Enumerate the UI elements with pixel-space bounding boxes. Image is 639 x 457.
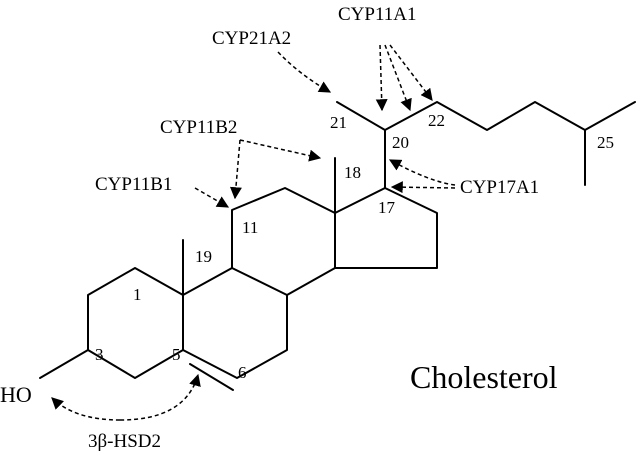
arrow-hsd-c5 [119,373,201,421]
arrow-cyp11b1-c11 [194,187,230,208]
label-c19: 19 [195,247,212,266]
enzyme-labels: CYP11A1 CYP21A2 CYP11B2 CYP11B1 CYP17A1 … [88,4,539,452]
arrow-cyp11a1-c20-c22 [384,44,412,112]
arrow-hsd-hydroxyl [51,397,121,421]
label-c5: 5 [172,345,181,364]
enzyme-cyp17a1: CYP17A1 [460,177,539,198]
enzyme-cyp11b1: CYP11B1 [95,174,172,195]
ring-d [334,187,438,269]
enzyme-cyp11b2: CYP11B2 [160,117,237,138]
hydroxyl-bond [39,349,89,379]
label-c3: 3 [95,345,104,364]
label-c1: 1 [133,285,142,304]
carbon-labels: 1 3 5 6 11 17 18 19 20 21 22 25 [95,111,614,382]
hydroxyl-label: HO [0,382,32,407]
ring-c [231,187,336,296]
molecule-title: Cholesterol [410,359,558,395]
arrow-cyp11a1-c22 [389,44,433,101]
enzyme-cyp11a1: CYP11A1 [338,4,416,25]
enzyme-cyp21a2: CYP21A2 [212,28,291,49]
label-c17: 17 [378,198,396,217]
enzyme-arrows [51,44,456,421]
arrow-cyp17a1-c17 [390,181,456,194]
label-c6: 6 [238,363,247,382]
arrow-cyp11a1-c20 [375,44,388,112]
label-c25: 25 [597,133,614,152]
arrow-cyp11b2-c11 [229,139,242,200]
label-c21: 21 [330,113,347,132]
label-c22: 22 [428,111,445,130]
ring-b [182,267,288,391]
enzyme-3b-hsd2: 3β-HSD2 [88,431,161,452]
label-c18: 18 [344,163,361,182]
double-bond-c5-c6 [189,363,234,391]
label-c11: 11 [242,218,258,237]
side-chain [336,101,636,189]
label-c20: 20 [392,133,409,152]
arrow-cyp21a2-c21 [277,51,332,93]
arrow-cyp11b2-c18 [239,139,322,162]
arrow-cyp17a1-c17-upper [388,159,456,186]
